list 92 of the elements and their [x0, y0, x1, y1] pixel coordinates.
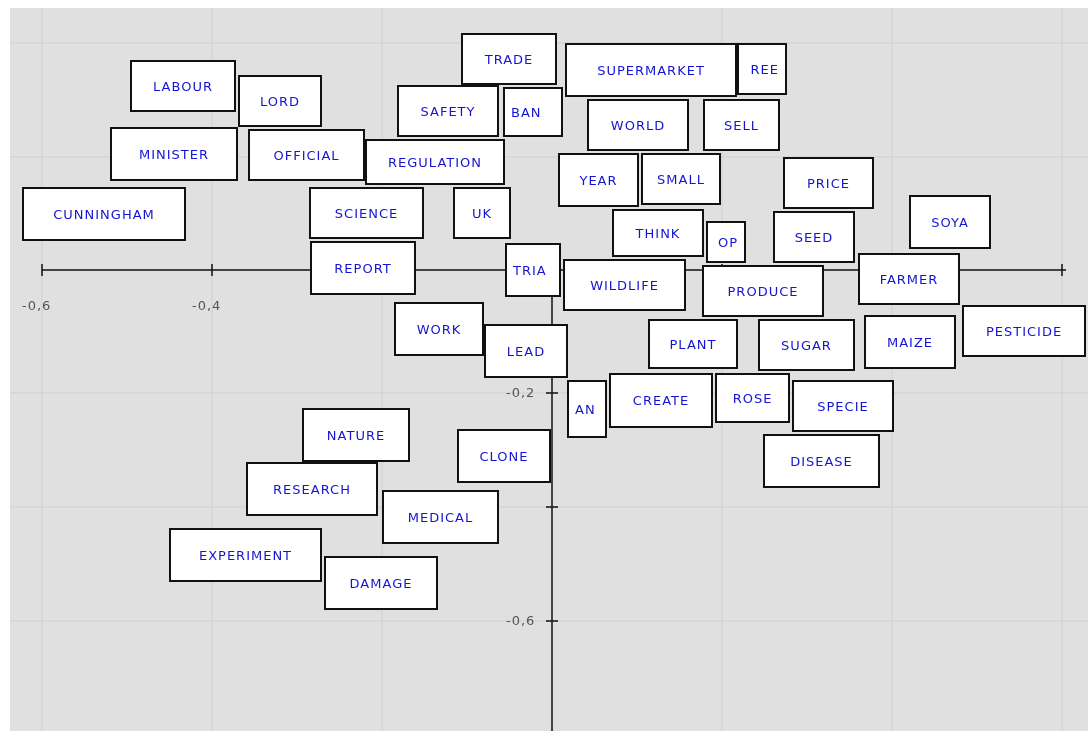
- tick-label: -0,2: [506, 385, 536, 400]
- word-box: [461, 33, 557, 85]
- word-box: [309, 187, 424, 239]
- word-label: AN: [575, 401, 596, 417]
- word-box: [773, 211, 855, 263]
- word-box: [246, 462, 378, 516]
- word-box: [169, 528, 322, 582]
- word-box: [587, 99, 689, 151]
- word-box: [702, 265, 824, 317]
- word-label: UK: [471, 205, 492, 221]
- word-box: [503, 87, 563, 137]
- word-box: [302, 408, 410, 462]
- word-label: OP: [717, 234, 738, 250]
- word-label: MAIZE: [886, 334, 934, 350]
- word-box: [909, 195, 991, 249]
- word-box: [505, 243, 561, 297]
- word-label: OFFICIAL: [273, 147, 340, 163]
- word-box: [238, 75, 322, 127]
- word-box: [565, 43, 737, 97]
- word-label: MEDICAL: [407, 509, 474, 525]
- word-box: [962, 305, 1086, 357]
- word-box: [763, 434, 880, 488]
- word-box: [792, 380, 894, 432]
- word-label: LEAD: [506, 343, 546, 359]
- word-label: REE: [750, 61, 779, 77]
- word-box: [783, 157, 874, 209]
- word-box: [715, 373, 790, 423]
- tick-label: -0,6: [506, 613, 536, 628]
- word-label: NATURE: [326, 427, 386, 443]
- word-box: [397, 85, 499, 137]
- word-box: [457, 429, 551, 483]
- word-label: FARMER: [879, 271, 939, 287]
- word-box: [365, 139, 505, 185]
- word-box: [758, 319, 855, 371]
- word-box: [858, 253, 960, 305]
- word-box: [563, 259, 686, 311]
- word-label: DISEASE: [790, 453, 853, 469]
- word-label: SEED: [794, 229, 834, 245]
- word-box: [110, 127, 238, 181]
- word-box: [453, 187, 511, 239]
- word-label: CUNNINGHAM: [53, 206, 155, 222]
- word-label: SUGAR: [781, 337, 832, 353]
- word-box: [130, 60, 236, 112]
- word-box: [864, 315, 956, 369]
- tick-label: -0,6: [22, 298, 52, 313]
- word-label: RESEARCH: [273, 481, 351, 497]
- word-box: [324, 556, 438, 610]
- word-box: [706, 221, 746, 263]
- word-label: TRADE: [484, 51, 534, 67]
- word-label: SCIENCE: [334, 205, 399, 221]
- tick-label: -0,4: [192, 298, 222, 313]
- word-label: PRICE: [807, 175, 850, 191]
- word-box: [248, 129, 365, 181]
- word-box: [648, 319, 738, 369]
- word-label: SMALL: [657, 171, 705, 187]
- word-box: [567, 380, 607, 438]
- word-label: CREATE: [632, 393, 690, 408]
- word-box: [310, 241, 416, 295]
- word-label: CLONE: [479, 448, 529, 464]
- word-box: [558, 153, 639, 207]
- word-box: [484, 324, 568, 378]
- word-label: WILDLIFE: [590, 277, 659, 293]
- word-label: SAFETY: [420, 103, 476, 119]
- word-label: REPORT: [334, 260, 392, 276]
- word-box: [737, 43, 787, 95]
- word-box: [612, 209, 704, 257]
- word-label: EXPERIMENT: [198, 547, 293, 563]
- word-box: [382, 490, 499, 544]
- word-label: WORLD: [610, 117, 666, 133]
- word-box: [703, 99, 780, 151]
- word-label: YEAR: [579, 172, 618, 188]
- word-label: PLANT: [669, 336, 717, 352]
- word-label: SOYA: [931, 214, 969, 230]
- word-label: LABOUR: [153, 78, 213, 94]
- word-label: THINK: [635, 225, 681, 241]
- word-label: REGULATION: [388, 154, 482, 170]
- word-label: PESTICIDE: [985, 323, 1063, 339]
- word-label: WORK: [416, 321, 462, 337]
- word-box: [22, 187, 186, 241]
- word-box: [394, 302, 484, 356]
- word-label: MINISTER: [138, 146, 210, 162]
- word-box: [609, 373, 713, 428]
- word-label: SELL: [724, 117, 759, 133]
- word-label: BAN: [511, 104, 542, 120]
- word-box: [641, 153, 721, 205]
- word-label: ROSE: [732, 390, 773, 406]
- word-label: PRODUCE: [727, 283, 799, 299]
- word-label: SUPERMARKET: [597, 62, 705, 78]
- word-label: DAMAGE: [349, 575, 413, 591]
- word-label: SPECIE: [817, 398, 869, 414]
- word-label: TRIA: [513, 262, 547, 278]
- word-label: LORD: [259, 93, 301, 109]
